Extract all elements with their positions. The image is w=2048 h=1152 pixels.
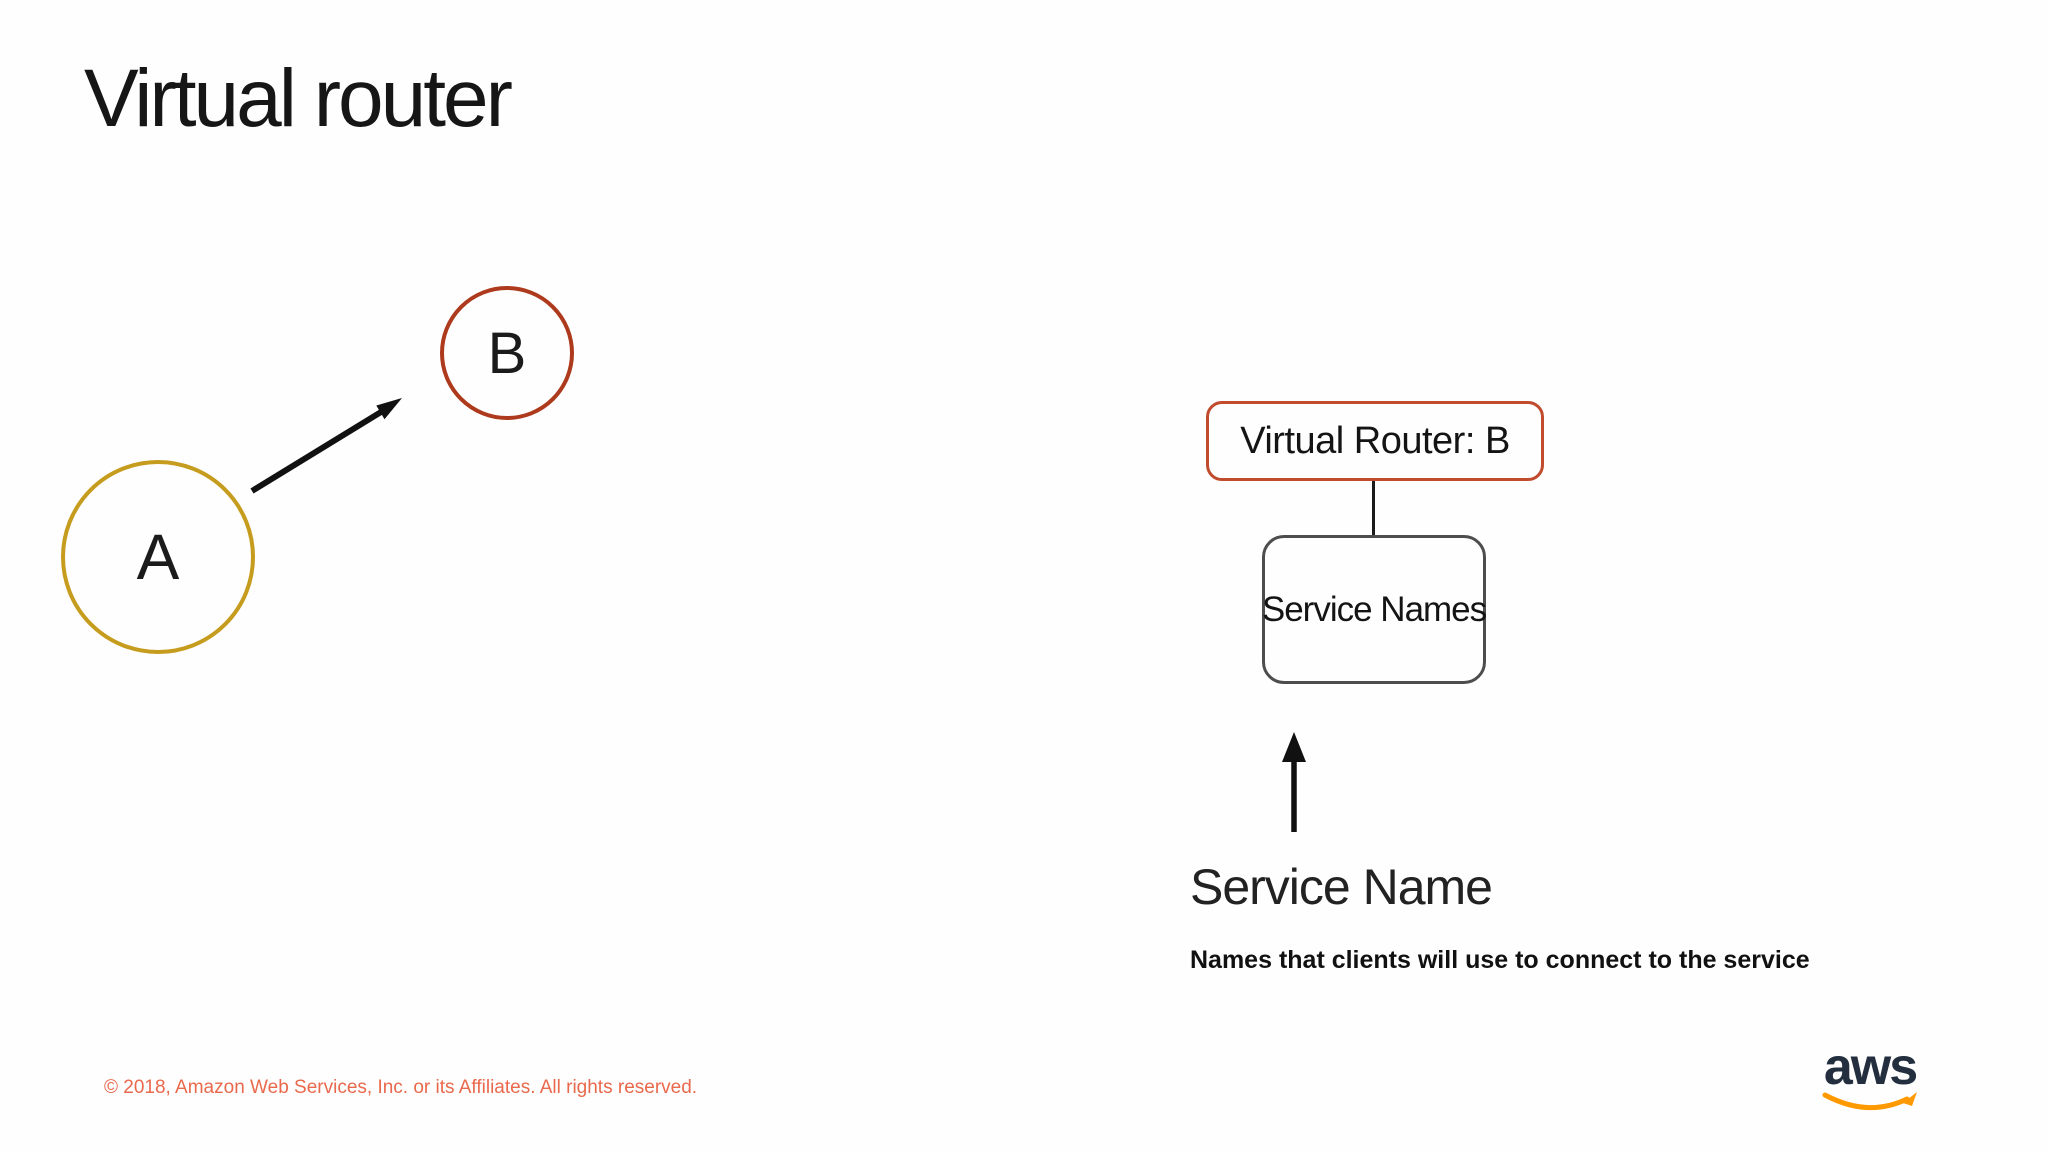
node-a-circle: A (61, 460, 255, 654)
service-name-caption: Service Name (1190, 859, 1493, 915)
connector-line (1372, 481, 1375, 536)
aws-smile-tip (1903, 1091, 1917, 1106)
copyright-footer: © 2018, Amazon Web Services, Inc. or its… (104, 1077, 698, 1098)
virtual-router-box: Virtual Router: B (1206, 401, 1544, 481)
aws-smile-icon (1822, 1091, 1917, 1110)
service-names-box: Service Names (1261, 535, 1487, 684)
aws-logo: aws (1818, 1038, 1922, 1118)
up-arrow-icon (1282, 732, 1306, 832)
a-to-b-arrow-icon (250, 398, 402, 494)
a-to-b-arrowhead (376, 398, 402, 420)
node-b-label: B (487, 320, 527, 386)
aws-logo-text: aws (1823, 1038, 1918, 1096)
virtual-router-label: Virtual Router: B (1240, 419, 1510, 462)
service-names-label: Service Names (1261, 589, 1487, 629)
page-title: Virtual router (84, 53, 513, 144)
description-text: Names that clients will use to connect t… (1190, 946, 1810, 974)
node-a-label: A (136, 521, 180, 593)
aws-smile-curve (1822, 1092, 1910, 1110)
node-b-circle: B (440, 286, 574, 420)
up-arrowhead (1282, 732, 1306, 762)
a-to-b-arrow-line (250, 409, 383, 494)
